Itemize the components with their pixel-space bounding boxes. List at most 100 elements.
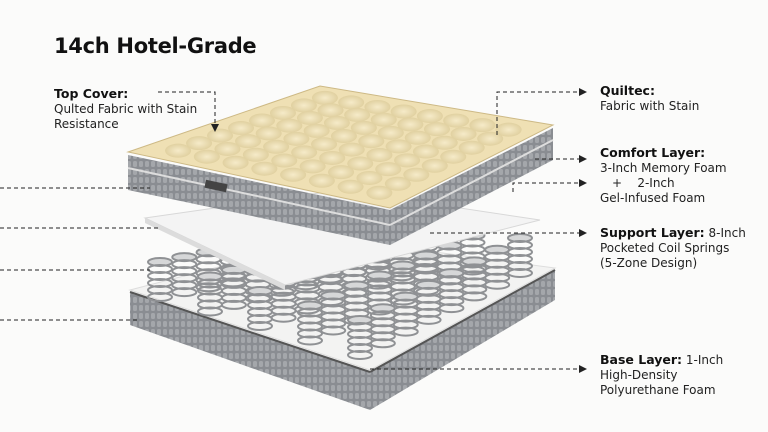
quilt-tuft	[319, 150, 346, 165]
label-heading: Top Cover:	[54, 86, 129, 101]
quilt-tuft	[303, 123, 330, 138]
label-text: High-Density	[600, 368, 678, 382]
coil-spring	[197, 271, 223, 317]
label-heading: Quiltec:	[600, 83, 655, 98]
label-text: Gel-Infused Foam	[600, 191, 706, 205]
quilt-tuft	[469, 118, 496, 133]
quilt-tuft	[338, 142, 365, 157]
label-heading: Comfort Layer:	[600, 145, 706, 160]
quilt-tuft	[384, 176, 411, 191]
quilt-tuft	[385, 139, 412, 154]
label-text: Polyurethane Foam	[600, 383, 716, 397]
quilt-tuft	[193, 149, 220, 164]
coil-spring	[461, 256, 488, 302]
label-top-cover: Top Cover: Qulted Fabric with Stain Resi…	[54, 86, 197, 132]
quilt-tuft	[404, 130, 431, 145]
coil-spring	[369, 303, 396, 349]
coil-spring	[392, 291, 419, 337]
quilt-tuft	[366, 185, 393, 200]
quilt-tuft	[344, 107, 371, 122]
label-text: Qulted Fabric with Stain	[54, 102, 198, 116]
quilt-tuft	[423, 122, 450, 137]
quilt-tuft	[271, 153, 298, 168]
quilt-tuft	[443, 113, 470, 128]
label-text: Pocketed Coil Springs	[600, 241, 730, 255]
label-heading: Base Layer:	[600, 352, 683, 367]
quilt-tuft	[375, 162, 402, 177]
quilt-tuft	[397, 117, 424, 132]
coil-spring	[297, 300, 323, 346]
coil-spring	[347, 315, 373, 360]
quilt-tuft	[235, 134, 262, 149]
coil-spring	[438, 268, 465, 314]
quilt-tuft	[283, 131, 310, 146]
label-support-layer: Support Layer: 8-Inch Pocketed Coil Spri…	[600, 225, 746, 271]
label-text: Fabric with Stain	[600, 99, 700, 113]
quilt-tuft	[338, 95, 365, 110]
quilt-tuft	[394, 153, 421, 168]
quilt-tuft	[495, 122, 522, 137]
quilt-tuft	[366, 147, 393, 162]
quilt-tuft	[370, 112, 397, 127]
quilt-tuft	[308, 173, 335, 188]
coil-spring	[247, 286, 273, 331]
quilt-tuft	[347, 156, 374, 171]
quilt-tuft	[416, 109, 443, 124]
quilt-tuft	[358, 134, 385, 149]
coil-spring	[147, 257, 173, 302]
quilt-tuft	[222, 155, 249, 170]
brand-tag	[204, 179, 228, 193]
label-text: Resistance	[54, 117, 119, 131]
coil-spring	[171, 252, 198, 298]
quilt-tuft	[403, 167, 430, 182]
quilt-tuft	[330, 129, 357, 144]
quilt-tuft	[291, 145, 318, 160]
quilt-tuft	[337, 179, 364, 194]
quilt-tuft	[440, 149, 467, 164]
quilt-tuft	[350, 120, 377, 135]
quilt-tuft	[311, 137, 338, 152]
coil-spring	[366, 270, 393, 316]
quilt-tuft	[431, 135, 458, 150]
quilt-tuft	[263, 139, 290, 154]
label-text: + 2-Inch	[612, 176, 675, 190]
coil-spring	[484, 244, 511, 290]
label-comfort-layer: Comfort Layer: 3-Inch Memory Foam + 2-In…	[600, 145, 727, 206]
quilt-tuft	[356, 170, 383, 185]
quilt-tuft	[299, 159, 326, 174]
diagram-title: 14ch Hotel-Grade	[54, 34, 257, 58]
quilt-tuft	[364, 99, 391, 114]
quilt-tuft	[290, 98, 317, 113]
coil-spring	[415, 279, 442, 325]
label-text: 8-Inch	[704, 226, 746, 240]
quilt-tuft	[255, 126, 282, 141]
quilt-tuft	[248, 113, 275, 128]
coil-spring	[220, 264, 247, 310]
quilt-tuft	[323, 115, 350, 130]
quilt-tuft	[477, 131, 504, 146]
top-mattress	[126, 85, 555, 245]
quilt-tuft	[228, 121, 255, 136]
label-base-layer: Base Layer: 1-Inch High-Density Polyuret…	[600, 352, 723, 398]
quilt-tuft	[276, 118, 303, 133]
quilt-tuft	[317, 103, 344, 118]
quilt-tuft	[328, 165, 355, 180]
quilt-tuft	[390, 104, 417, 119]
quilt-tuft	[412, 144, 439, 159]
quilt-tuft	[186, 136, 213, 151]
quilt-tuft	[251, 161, 278, 176]
label-heading: Support Layer:	[600, 225, 705, 240]
quilt-tuft	[450, 126, 477, 141]
quilt-tuft	[165, 143, 192, 158]
quilt-tuft	[207, 128, 234, 143]
quilt-tuft	[421, 158, 448, 173]
quilt-tuft	[269, 105, 296, 120]
quilt-tuft	[214, 141, 241, 156]
label-text: (5-Zone Design)	[600, 256, 698, 270]
coil-spring	[507, 233, 533, 278]
label-quiltec: Quiltec: Fabric with Stain	[600, 83, 699, 114]
quilt-tuft	[280, 167, 307, 182]
quilt-tuft	[377, 125, 404, 140]
label-text: 1-Inch	[682, 353, 724, 367]
